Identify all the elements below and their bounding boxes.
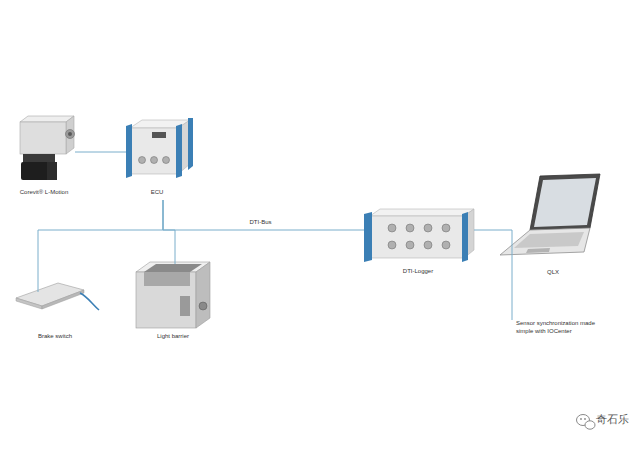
device-label: Light barrier [157, 333, 189, 344]
device-label: Corevit® L-Motion [20, 189, 68, 200]
bus-line [80, 152, 118, 153]
watermark-icon [577, 415, 596, 430]
device-label: Brake switch [38, 333, 72, 344]
bus-line [163, 200, 175, 258]
bus-line [38, 200, 163, 272]
bus-label: DTI-Bus [247, 219, 273, 225]
corevit-sensor [20, 116, 80, 180]
device-label: QLX [547, 269, 559, 280]
device-node: ECU [118, 112, 196, 200]
device-node: Light barrier [128, 258, 218, 344]
light-barrier [136, 258, 210, 328]
device-label: ECU [151, 189, 164, 200]
dti-logger-device [358, 209, 478, 262]
brake-switch [16, 272, 99, 310]
device-node: DTI-Logger [358, 205, 478, 279]
device-node: QLX [496, 170, 610, 280]
device-node: Brake switch [10, 272, 100, 344]
leader-line [512, 230, 513, 320]
bus-line [163, 200, 358, 230]
note-text: Sensor synchronization made simple with … [516, 320, 608, 335]
device-node: Corevit® L-Motion [8, 112, 80, 200]
watermark: 奇石乐 [596, 413, 636, 427]
bus-line [478, 230, 496, 231]
device-label: DTI-Logger [403, 268, 433, 279]
ecu-device [118, 118, 193, 178]
